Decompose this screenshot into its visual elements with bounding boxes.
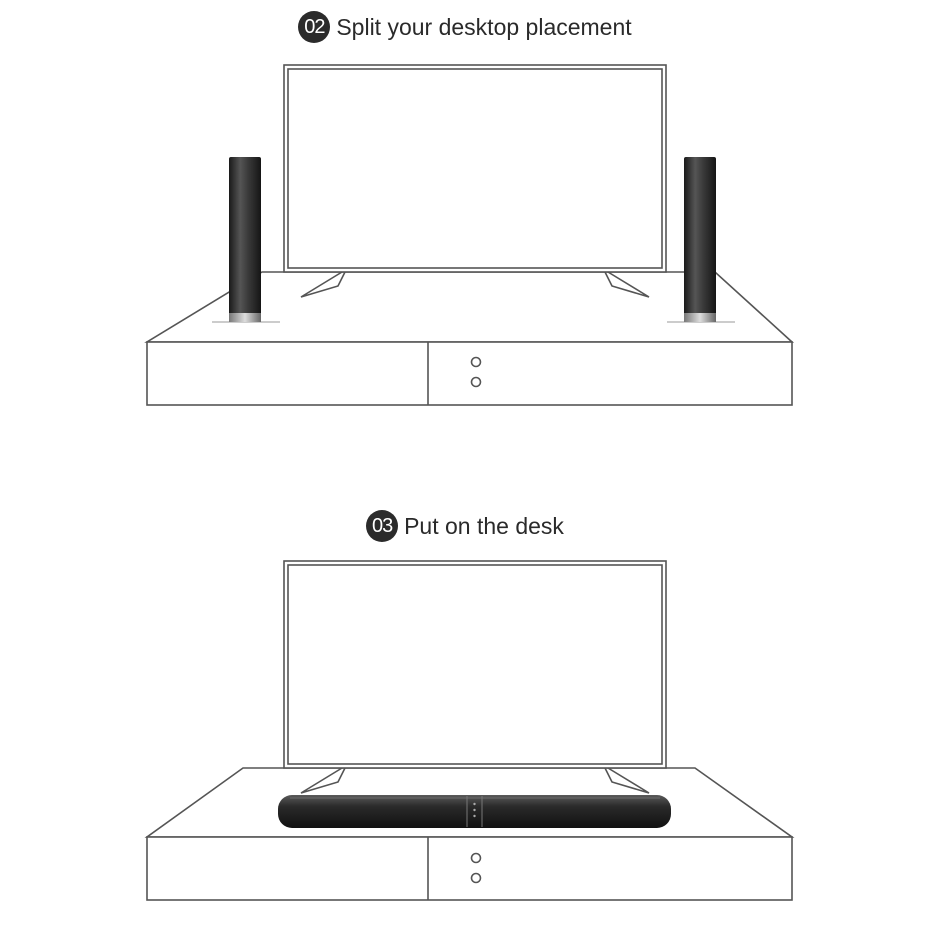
split-placement-illustration — [144, 64, 795, 406]
tv-screen — [287, 68, 663, 269]
tv-frame — [283, 560, 667, 769]
step-03-heading: 03 Put on the desk — [0, 510, 930, 542]
step-02-heading: 02 Split your desktop placement — [0, 11, 930, 43]
step-03-title: Put on the desk — [404, 512, 564, 539]
tv-leg-right — [604, 767, 650, 794]
tv-leg-left — [300, 767, 346, 794]
desk-placement-illustration — [144, 560, 795, 901]
tv-leg-right — [604, 271, 650, 298]
drawer-knob-top — [470, 356, 482, 368]
tv-frame — [283, 64, 667, 273]
desk-front — [146, 341, 793, 406]
left-speaker-column — [212, 157, 280, 323]
desk-front — [146, 836, 793, 901]
tv-leg-left — [300, 271, 346, 298]
tv-screen — [287, 564, 663, 765]
drawer-knob-bottom — [470, 376, 482, 388]
step-02-title: Split your desktop placement — [336, 13, 632, 40]
step-03-number-badge: 03 — [366, 510, 399, 542]
drawer-knob-bottom — [470, 872, 482, 884]
step-02-number-badge: 02 — [298, 11, 331, 43]
drawer-knob-top — [470, 852, 482, 864]
right-speaker-column — [667, 157, 735, 323]
soundbar — [278, 795, 671, 828]
